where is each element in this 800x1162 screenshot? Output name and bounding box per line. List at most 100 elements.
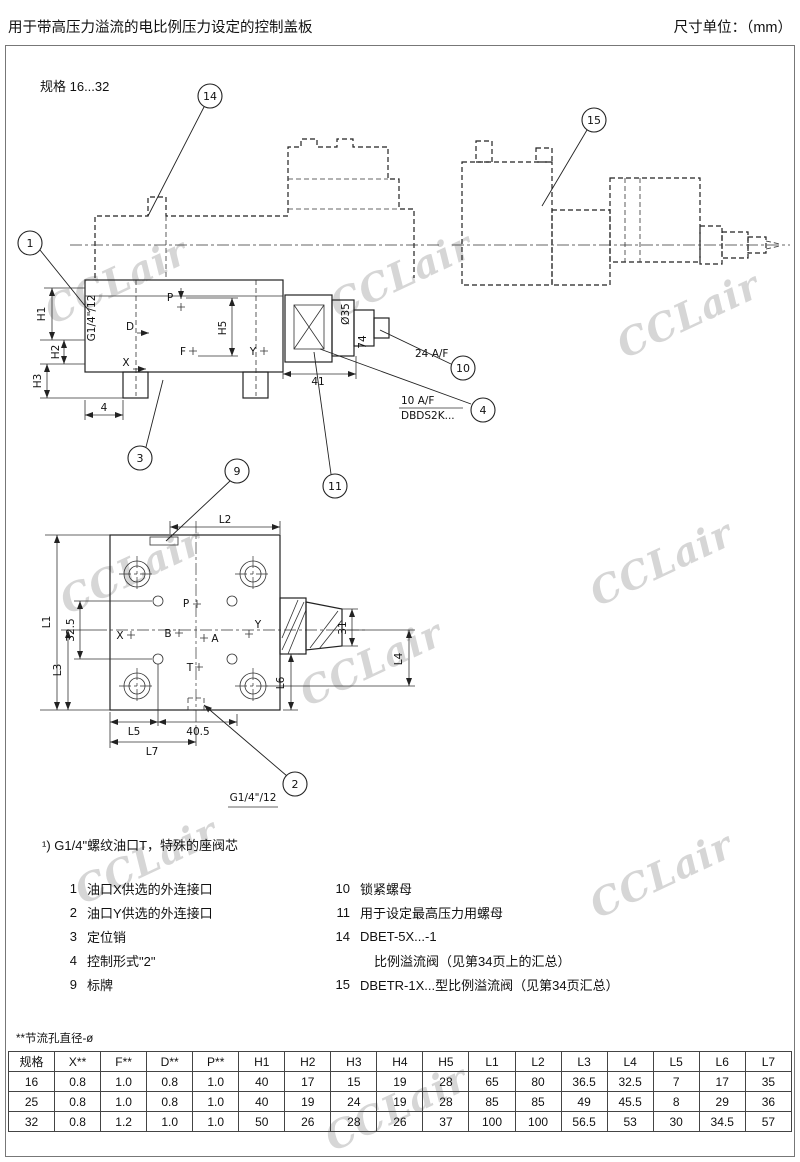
unit-label: 尺寸单位：（mm） [673,20,792,36]
dim-label-h3: H3 [32,374,44,389]
cell: 56.5 [560,1111,608,1132]
dim-label-l5: L5 [128,726,141,738]
table-row: 16 0.8 1.0 0.8 1.0 40 17 15 19 28 65 80 … [7,1071,793,1092]
col-header: L7 [744,1051,793,1072]
cell: 36 [744,1091,793,1112]
port-label-t: T [186,662,194,674]
dim-label-g14: G1/4"/12 [86,295,98,342]
col-header: L6 [698,1051,746,1072]
page-header: 用于带高压力溢流的电比例压力设定的控制盖板 尺寸单位：（mm） [8,16,792,37]
dim-label-h2: H2 [50,345,62,360]
cell: 15 [330,1071,378,1092]
table-header-row: 规格 X** F** D** P** H1 H2 H3 H4 H5 L1 L2 … [7,1051,793,1072]
table-note: **节流孔直径-ø [16,1033,94,1045]
dim-label-40-5: 40.5 [186,726,209,738]
cell: 53 [606,1111,654,1132]
port-label-b: B [164,628,171,640]
cell: 1.0 [100,1071,148,1092]
legend-item-number: 1 [69,880,77,896]
legend-item-text: DBETR-1X...型比例溢流阀（见第34页汇总） [360,977,619,993]
port-label-p: P [183,598,189,610]
cell: 40 [238,1071,286,1092]
cell: 0.8 [54,1111,102,1132]
cell: 80 [514,1071,562,1092]
legend-item-number: 4 [69,952,77,968]
col-header: L5 [652,1051,700,1072]
cell: 35 [744,1071,793,1092]
cell: 26 [284,1111,332,1132]
port-label-p: P [167,292,173,304]
table-row: 25 0.8 1.0 0.8 1.0 40 19 24 19 28 85 85 … [7,1091,793,1112]
dim-label-l2: L2 [219,514,232,526]
label-24af: 24 A/F [415,348,448,360]
dimension-table: 规格 X** F** D** P** H1 H2 H3 H4 H5 L1 L2 … [7,1051,793,1132]
col-header: L2 [514,1051,562,1072]
page-border [5,45,795,1157]
legend-item-text: DBET-5X...-1 [360,928,437,944]
cell: 17 [284,1071,332,1092]
legend-item-text: 控制形式"2" [87,953,156,969]
dim-label-dia35: Ø35 [340,303,352,325]
legend-item-number: 2 [69,904,77,920]
cell: 37 [422,1111,470,1132]
legend-item-number: 9 [69,976,77,992]
col-header: H1 [238,1051,286,1072]
label-g14-port: G1/4"/12 [230,792,277,804]
cell: 0.8 [146,1071,194,1092]
col-header: 规格 [7,1051,56,1072]
col-header: H3 [330,1051,378,1072]
legend-item-text: 比例溢流阀（见第34页上的汇总） [374,953,571,969]
legend-item-number: 11 [336,904,351,920]
cell: 29 [698,1091,746,1112]
port-label-x: X [116,630,123,642]
port-label-d: D [126,321,134,333]
cell: 28 [422,1071,470,1092]
dim-label-h5: H5 [217,321,229,336]
legend-item-number: 3 [69,928,77,944]
cell: 85 [468,1091,516,1112]
cell: 34.5 [698,1111,746,1132]
callout-2: 2 [292,778,299,791]
cell: 0.8 [146,1091,194,1112]
cell: 1.2 [100,1111,148,1132]
col-header: L3 [560,1051,608,1072]
cell: 28 [422,1091,470,1112]
col-header: L4 [606,1051,654,1072]
cell: 32 [7,1111,56,1132]
top-view-plate: P B A Y X T L2 L1 32.5 L3 L5 40.5 [40,458,415,808]
col-header: X** [54,1051,102,1072]
callout-9: 9 [234,465,241,478]
dim-label-74: 74 [357,335,369,349]
dim-label-l6: L6 [275,676,287,689]
page-title: 用于带高压力溢流的电比例压力设定的控制盖板 [8,20,313,36]
cell: 45.5 [606,1091,654,1112]
cell: 50 [238,1111,286,1132]
cell: 32.5 [606,1071,654,1092]
label-dbds: DBDS2K... [401,410,455,422]
cell: 100 [468,1111,516,1132]
cell: 26 [376,1111,424,1132]
callout-14: 14 [203,90,217,103]
dim-label-l1: L1 [41,616,53,629]
cell: 0.8 [54,1071,102,1092]
callout-3: 3 [137,452,144,465]
cell: 0.8 [54,1091,102,1112]
dim-label-l4: L4 [393,652,405,665]
cell: 49 [560,1091,608,1112]
dim-label-l7: L7 [146,746,159,758]
callout-11: 11 [328,480,342,493]
dbetr-valve-outline: 15 [452,107,790,286]
col-header: F** [100,1051,148,1072]
cell: 1.0 [146,1111,194,1132]
cell: 65 [468,1071,516,1092]
cell: 100 [514,1111,562,1132]
cell: 30 [652,1111,700,1132]
cell: 1.0 [192,1091,240,1112]
cell: 40 [238,1091,286,1112]
